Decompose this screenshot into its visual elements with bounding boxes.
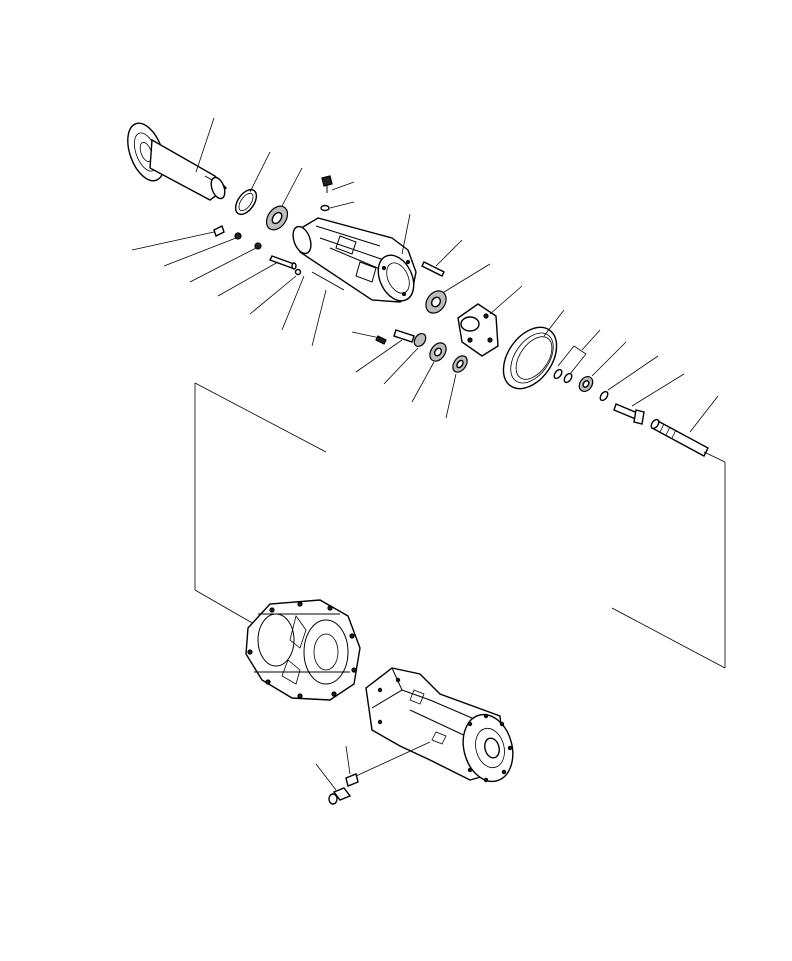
pin-long xyxy=(311,271,345,291)
callout-axle-shaft xyxy=(195,117,215,173)
callout-dowel-pin xyxy=(435,239,463,267)
pinion-shaft xyxy=(650,418,709,457)
o-ring xyxy=(234,188,258,216)
bolt-lower xyxy=(328,787,352,805)
callout-washer-small xyxy=(607,355,659,391)
dowel-pin xyxy=(421,261,445,277)
callout-tag xyxy=(345,745,351,775)
ball xyxy=(294,268,302,276)
axle-shaft xyxy=(127,122,228,201)
callout-bearing-c xyxy=(445,373,457,419)
callout-bolt xyxy=(631,373,685,407)
callout-shim xyxy=(581,329,601,351)
leader-tag-to-assembly xyxy=(355,741,431,777)
callout-pin xyxy=(355,339,403,373)
bolt xyxy=(613,403,645,425)
shim xyxy=(553,345,587,384)
plug-small xyxy=(234,232,242,240)
callout-stud xyxy=(217,261,279,297)
washer-small xyxy=(599,390,609,402)
bearing-a xyxy=(413,332,427,348)
bearing-b xyxy=(429,342,468,373)
nut xyxy=(578,375,594,393)
callout-axle-housing xyxy=(401,213,411,255)
final-drive-case xyxy=(245,599,361,701)
callout-ring-gear xyxy=(543,309,565,337)
axle-housing xyxy=(292,217,417,303)
pin xyxy=(393,329,415,343)
plug xyxy=(213,225,225,237)
callout-nut xyxy=(591,341,627,377)
callout-plug-small xyxy=(163,237,237,267)
callout-bearing-a xyxy=(383,347,419,385)
callout-plug-hex xyxy=(189,247,257,283)
stud xyxy=(269,255,297,270)
callout-pin-long-2 xyxy=(311,289,327,347)
callout-planetary-carrier xyxy=(489,285,523,315)
projection-lines xyxy=(194,382,726,669)
tag xyxy=(345,773,359,787)
callout-bolt-lower xyxy=(315,763,337,791)
callout-breather-plug xyxy=(331,181,355,191)
breather-plug xyxy=(321,175,333,193)
callout-pin-long xyxy=(281,275,305,331)
planetary-carrier xyxy=(457,303,499,357)
callout-washer xyxy=(329,201,355,209)
seal xyxy=(265,205,289,231)
bearing-cone xyxy=(425,290,447,314)
callout-pinion-shaft xyxy=(689,395,719,433)
axle-assembly xyxy=(365,667,514,783)
ring-gear xyxy=(502,326,558,390)
callout-plug xyxy=(131,231,215,251)
plug-hex xyxy=(254,242,262,250)
callout-o-ring xyxy=(249,151,271,193)
callout-roll-pin xyxy=(351,331,381,339)
callout-bearing-b xyxy=(411,361,435,403)
callout-bearing-cone xyxy=(443,263,491,293)
callout-ball xyxy=(249,275,297,315)
callout-seal xyxy=(281,167,303,207)
washer xyxy=(320,204,330,212)
